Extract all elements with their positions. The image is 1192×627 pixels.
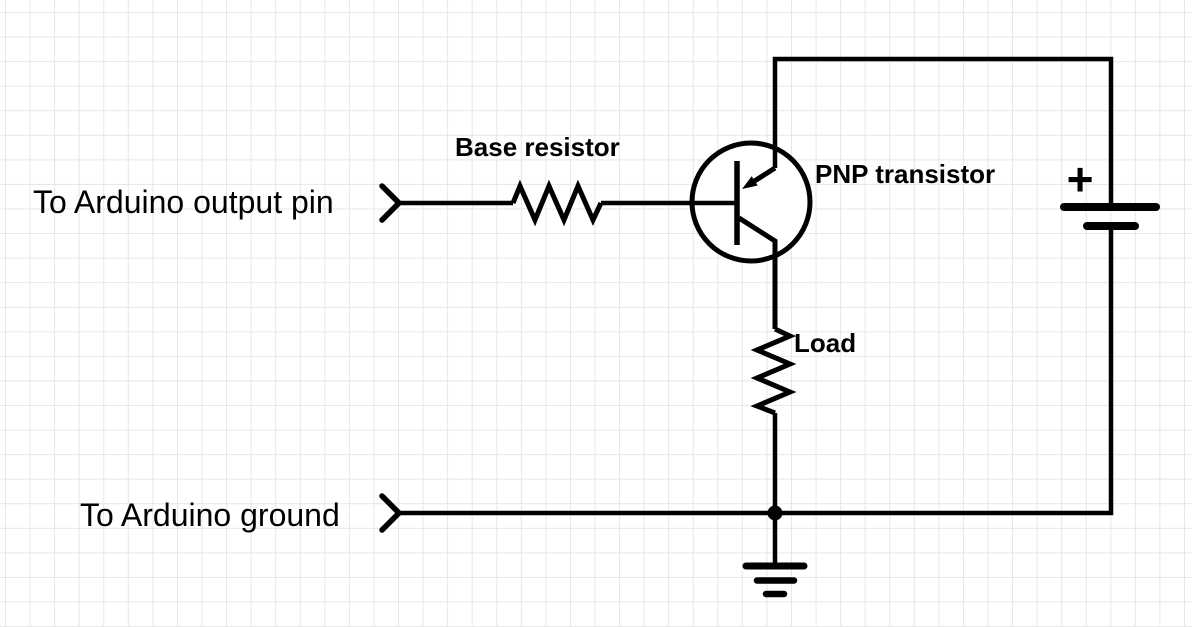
battery-return-wire bbox=[398, 229, 1114, 516]
load-resistor-symbol bbox=[750, 326, 797, 416]
transistor-emitter-wire bbox=[751, 165, 777, 185]
ground-connector-icon bbox=[379, 493, 402, 533]
transistor-collector-wire bbox=[737, 215, 778, 329]
emitter-arrow-icon bbox=[742, 176, 758, 189]
output-pin-label: To Arduino output pin bbox=[33, 184, 334, 220]
earth-ground-icon bbox=[742, 562, 808, 598]
ground-pin-label: To Arduino ground bbox=[80, 497, 340, 533]
base-resistor-symbol bbox=[510, 179, 604, 227]
output-pin-connector-icon bbox=[379, 183, 402, 223]
pnp-transistor-label: PNP transistor bbox=[815, 159, 995, 189]
base-resistor-label: Base resistor bbox=[455, 132, 620, 162]
load-label: Load bbox=[794, 328, 856, 358]
emitter-supply-wire bbox=[772, 56, 1114, 204]
battery-plus-label: + bbox=[1067, 153, 1094, 205]
